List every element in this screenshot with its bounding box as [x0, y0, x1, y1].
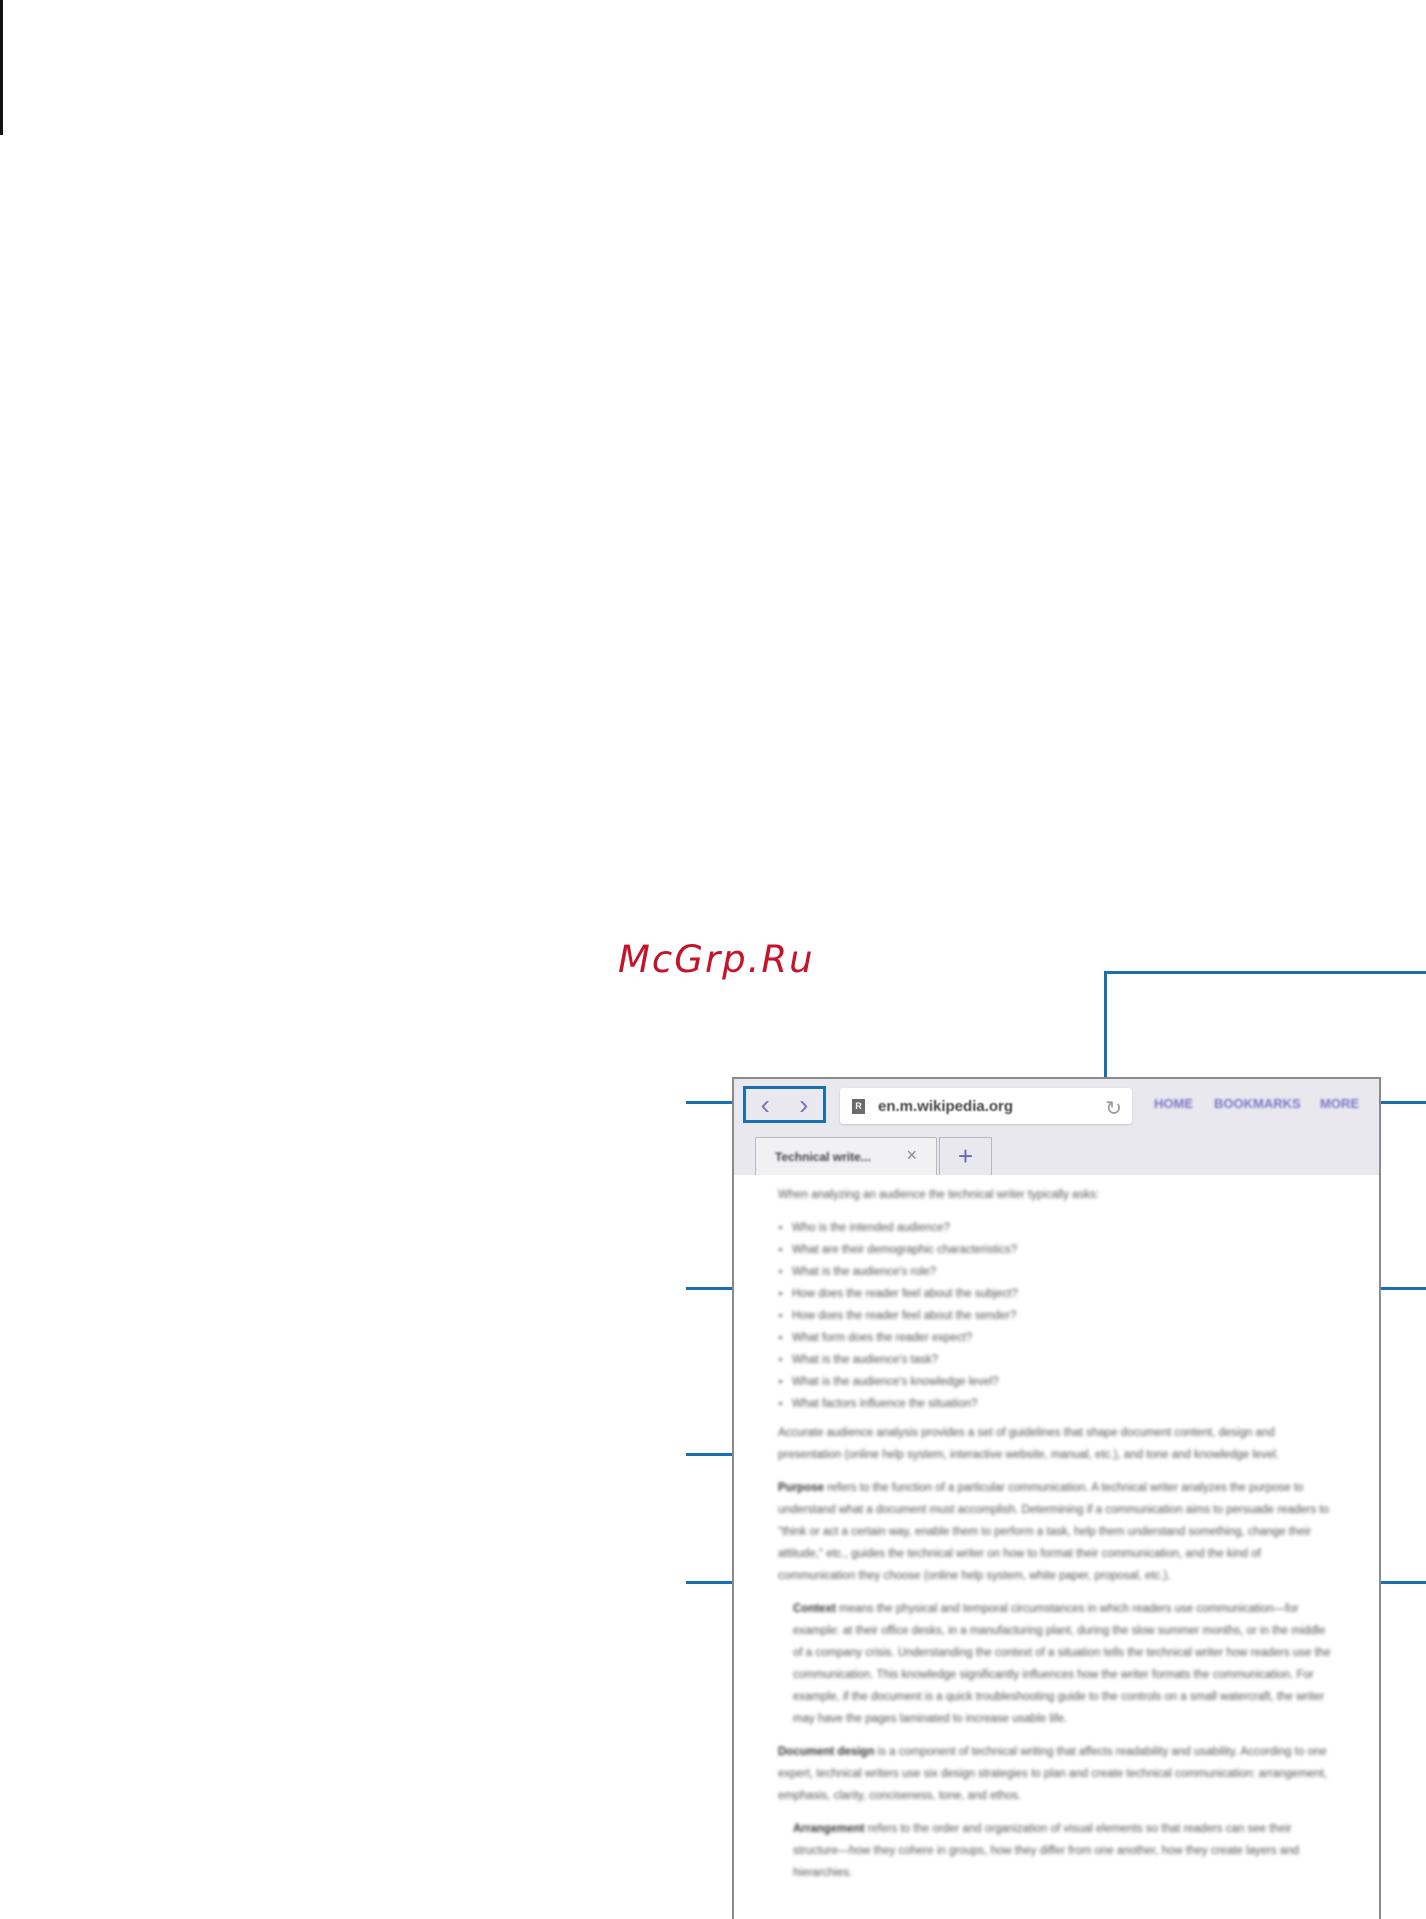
- watermark: McGrp.Ru: [618, 938, 815, 981]
- close-tab-icon[interactable]: ×: [906, 1145, 917, 1165]
- context-paragraph: Context means the physical and temporal …: [793, 1598, 1338, 1730]
- design-paragraph: Document design is a component of techni…: [778, 1741, 1338, 1807]
- list-item: Who is the intended audience?: [792, 1217, 1338, 1239]
- site-badge-icon: R: [852, 1098, 865, 1114]
- page-edge-line: [0, 0, 3, 135]
- bookmarks-button[interactable]: BOOKMARKS: [1214, 1096, 1301, 1111]
- audience-paragraph: Accurate audience analysis provides a se…: [778, 1427, 1280, 1461]
- address-bar[interactable]: R en.m.wikipedia.org ↻: [840, 1088, 1132, 1124]
- design-term[interactable]: Document design: [778, 1746, 875, 1758]
- purpose-text: refers to the function of a particular c…: [778, 1482, 1329, 1582]
- list-item: What factors influence the situation?: [792, 1393, 1338, 1415]
- context-term[interactable]: Context: [793, 1603, 836, 1615]
- design-text: is a component of technical writing that…: [778, 1746, 1328, 1802]
- url-text[interactable]: en.m.wikipedia.org: [878, 1097, 1014, 1115]
- arrangement-paragraph: Arrangement refers to the order and orga…: [793, 1818, 1338, 1884]
- forward-icon[interactable]: ›: [799, 1088, 809, 1120]
- list-item: What is the audience's role?: [792, 1261, 1338, 1283]
- reload-icon[interactable]: ↻: [1105, 1098, 1122, 1120]
- more-button[interactable]: MORE: [1320, 1096, 1359, 1111]
- page-content: When analyzing an audience the technical…: [778, 1184, 1338, 1895]
- list-item: What is the audience's knowledge level?: [792, 1371, 1338, 1393]
- tab-title: Technical write...: [775, 1150, 871, 1164]
- list-item: What form does the reader expect?: [792, 1327, 1338, 1349]
- arrangement-text: refers to the order and organization of …: [793, 1823, 1300, 1879]
- home-button[interactable]: HOME: [1154, 1096, 1193, 1111]
- purpose-term[interactable]: Purpose: [778, 1482, 825, 1494]
- browser-toolbar: ‹ › R en.m.wikipedia.org ↻ HOME BOOKMARK…: [734, 1079, 1379, 1175]
- nav-buttons: ‹ ›: [743, 1086, 826, 1123]
- browser-screenshot: ‹ › R en.m.wikipedia.org ↻ HOME BOOKMARK…: [732, 1077, 1381, 1919]
- purpose-paragraph: Purpose refers to the function of a part…: [778, 1477, 1338, 1587]
- intro-paragraph: When analyzing an audience the technical…: [778, 1189, 1099, 1201]
- tab-current[interactable]: Technical write... ×: [755, 1137, 937, 1175]
- list-item: How does the reader feel about the sende…: [792, 1305, 1338, 1327]
- arrangement-term[interactable]: Arrangement: [793, 1823, 865, 1835]
- question-list: Who is the intended audience? What are t…: [778, 1217, 1338, 1415]
- new-tab-button[interactable]: +: [939, 1137, 992, 1175]
- list-item: What are their demographic characteristi…: [792, 1239, 1338, 1261]
- list-item: What is the audience's task?: [792, 1349, 1338, 1371]
- back-icon[interactable]: ‹: [760, 1088, 770, 1120]
- context-text: means the physical and temporal circumst…: [793, 1603, 1331, 1725]
- list-item: How does the reader feel about the subje…: [792, 1283, 1338, 1305]
